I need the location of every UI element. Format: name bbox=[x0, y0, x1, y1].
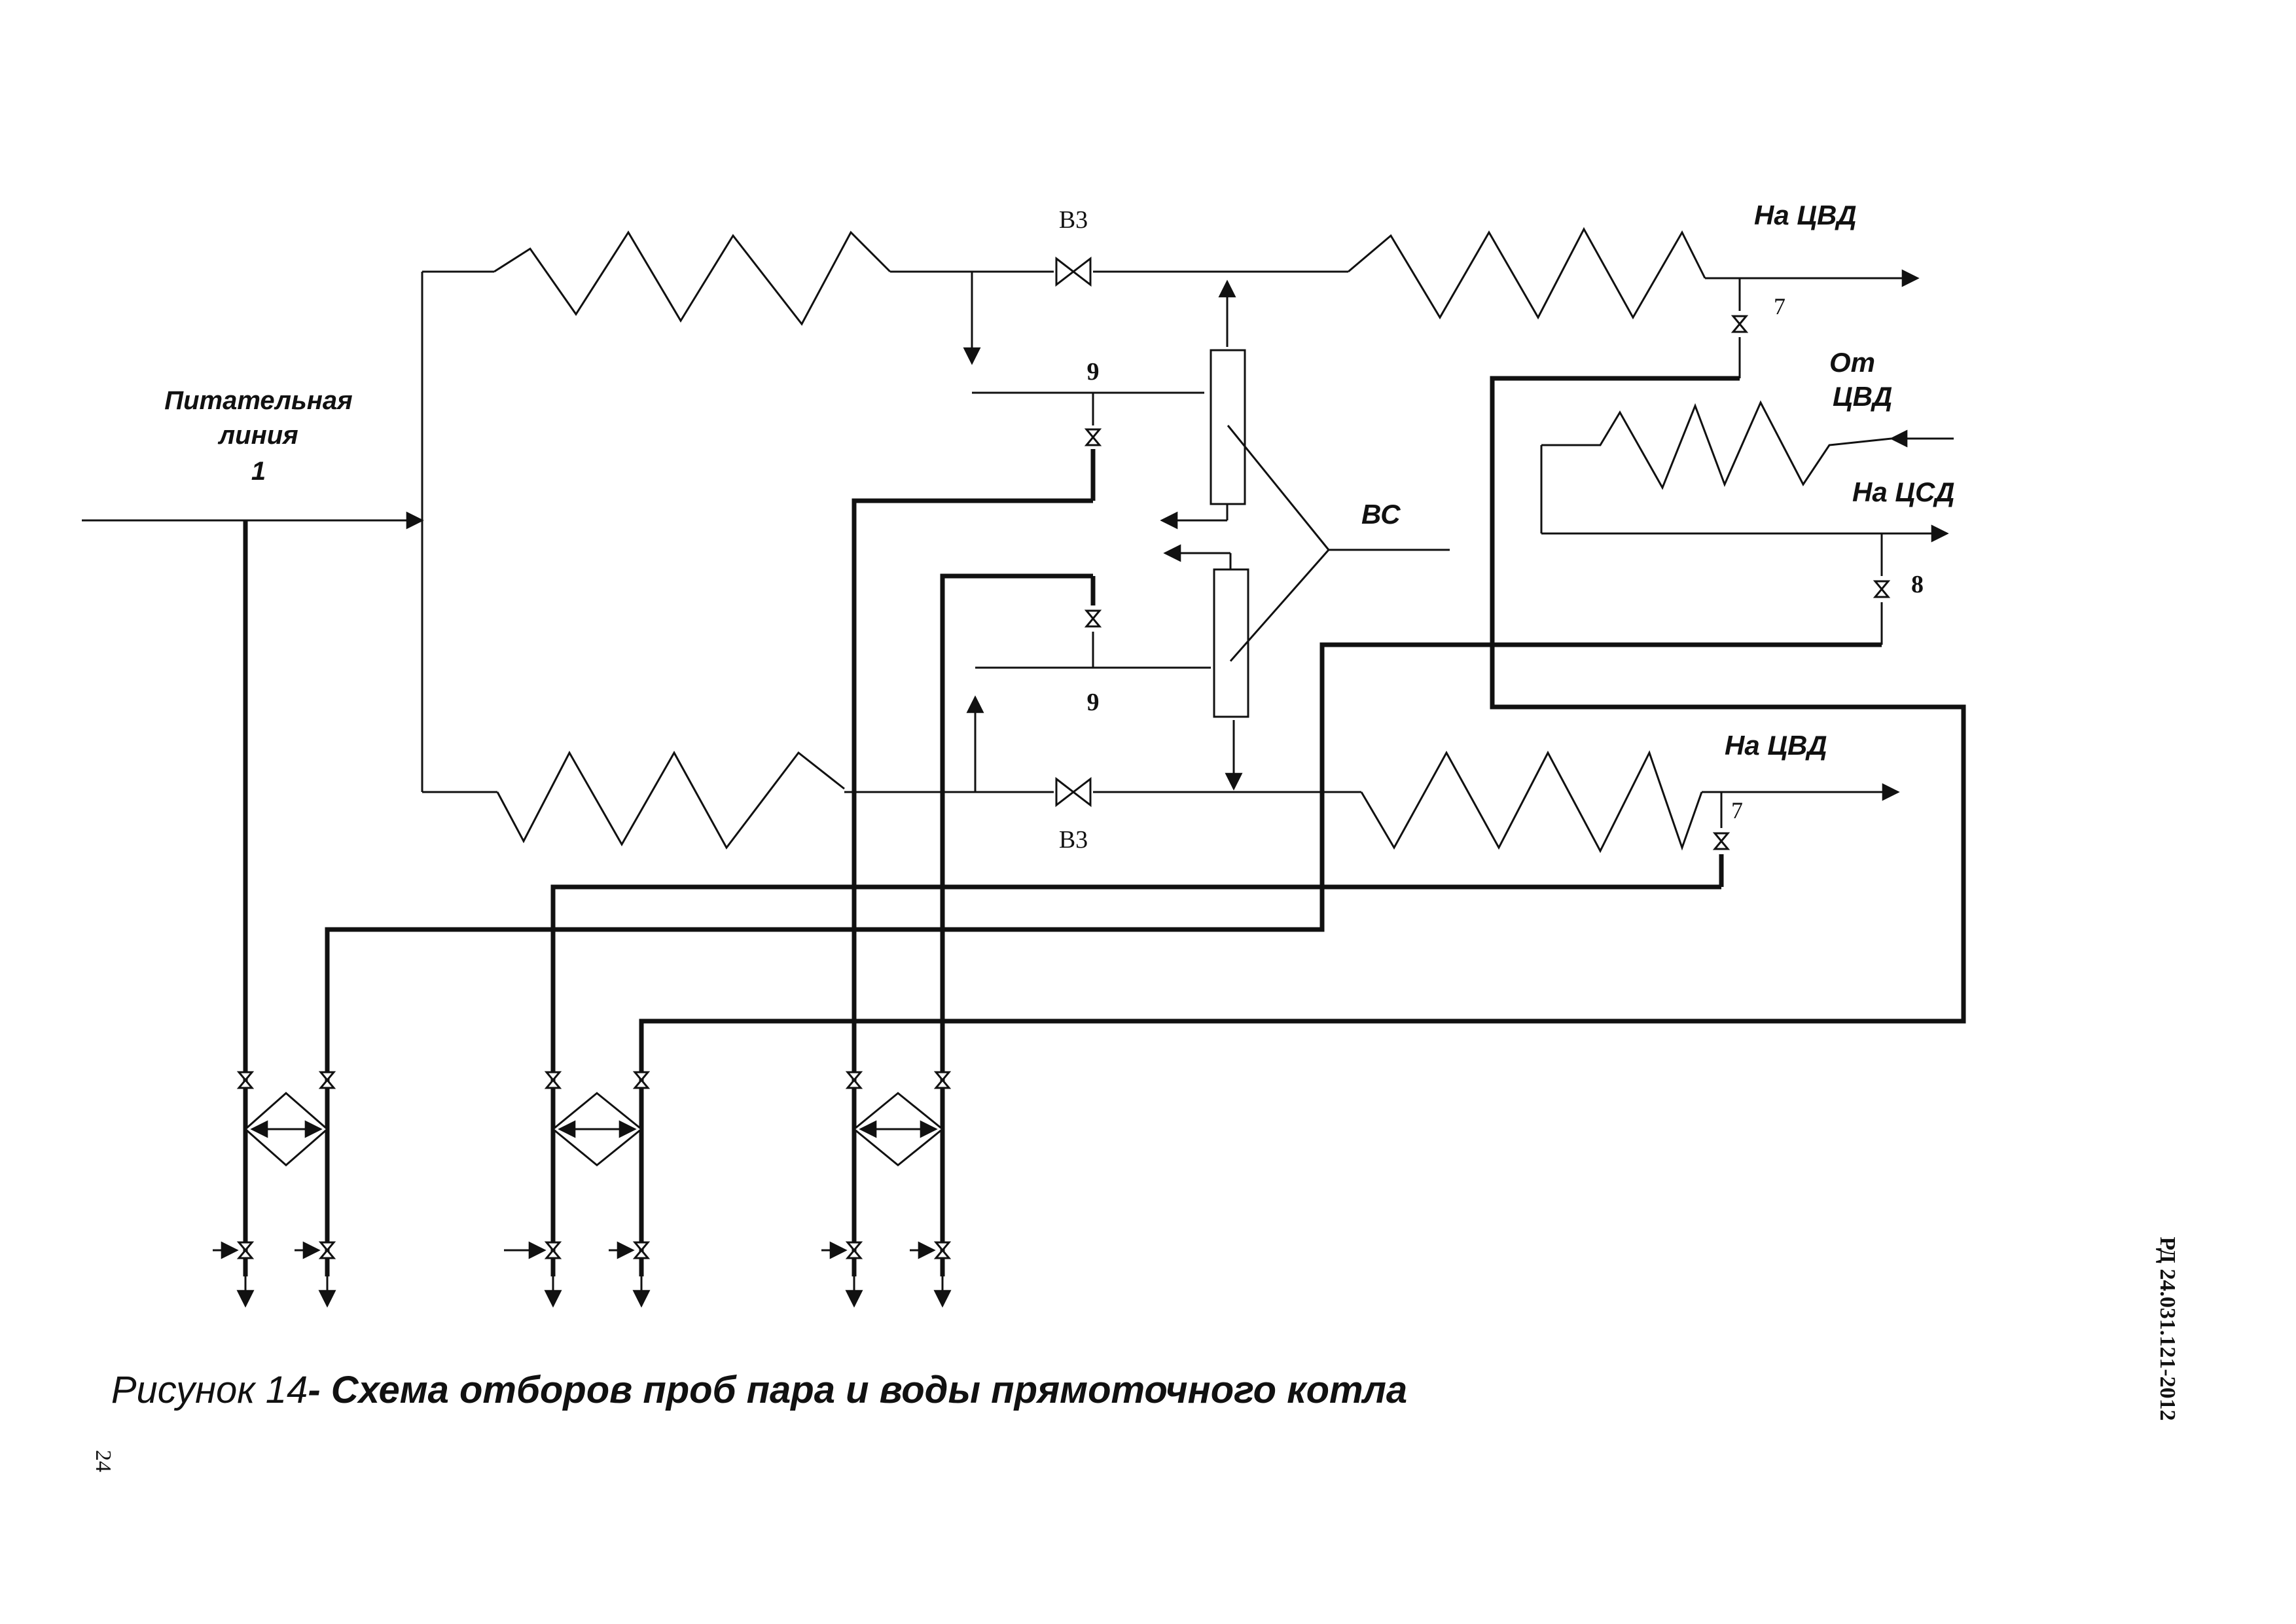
feed-line bbox=[82, 270, 497, 793]
label-to-ipc: На ЦСД bbox=[1852, 477, 1955, 507]
label-vs: ВС bbox=[1361, 499, 1401, 530]
label-9-bottom: 9 bbox=[1087, 689, 1100, 716]
reheater-line bbox=[1540, 400, 1954, 645]
document-code: РД 24.031.121-2012 bbox=[2155, 1236, 2179, 1421]
bottom-steam-line bbox=[496, 666, 1900, 854]
label-feed-line-num: 1 bbox=[251, 457, 266, 486]
separators bbox=[1160, 349, 1450, 718]
separator-bottom bbox=[1213, 568, 1249, 718]
page-number: 24 bbox=[91, 1450, 115, 1472]
label-7-top: 7 bbox=[1774, 293, 1785, 319]
valve-8 bbox=[1874, 580, 1890, 598]
label-feed-line-2: линия bbox=[217, 421, 298, 450]
figure-caption: Рисунок 14- Схема отборов проб пара и во… bbox=[111, 1369, 1407, 1411]
sample-lines bbox=[243, 376, 1966, 1276]
label-v3-bottom: В3 bbox=[1059, 826, 1088, 854]
label-to-hpc-bottom: На ЦВД bbox=[1725, 730, 1827, 761]
separator-top bbox=[1210, 349, 1246, 505]
valve-9-top bbox=[1085, 428, 1101, 446]
label-from-hpc-2: ЦВД bbox=[1833, 381, 1892, 412]
valve-7-top bbox=[1732, 315, 1748, 333]
top-steam-line bbox=[493, 226, 1920, 394]
cooler-station-1 bbox=[213, 1071, 336, 1308]
label-9-top: 9 bbox=[1087, 358, 1100, 386]
label-v3-top: В3 bbox=[1059, 206, 1088, 234]
label-feed-line-1: Питательная bbox=[164, 386, 352, 415]
line-valves bbox=[1085, 278, 1748, 887]
caption-title: - Схема отборов проб пара и воды прямото… bbox=[308, 1369, 1407, 1411]
valve-v3-bottom bbox=[1055, 778, 1092, 806]
label-to-hpc-top: На ЦВД bbox=[1754, 200, 1857, 230]
caption-prefix: Рисунок 14 bbox=[111, 1369, 308, 1411]
valve-9-bottom bbox=[1085, 609, 1101, 628]
cooler-station-2 bbox=[504, 1071, 651, 1308]
valve-v3-top bbox=[1055, 257, 1092, 286]
label-8: 8 bbox=[1911, 571, 1924, 598]
labels: Питательная линия 1 В3 В3 На ЦВД На ЦВД … bbox=[164, 200, 1954, 854]
cooler-station-3 bbox=[821, 1071, 952, 1308]
valve-7-bottom bbox=[1713, 832, 1729, 850]
label-7-bottom: 7 bbox=[1731, 797, 1743, 823]
label-from-hpc-1: От bbox=[1829, 347, 1875, 378]
